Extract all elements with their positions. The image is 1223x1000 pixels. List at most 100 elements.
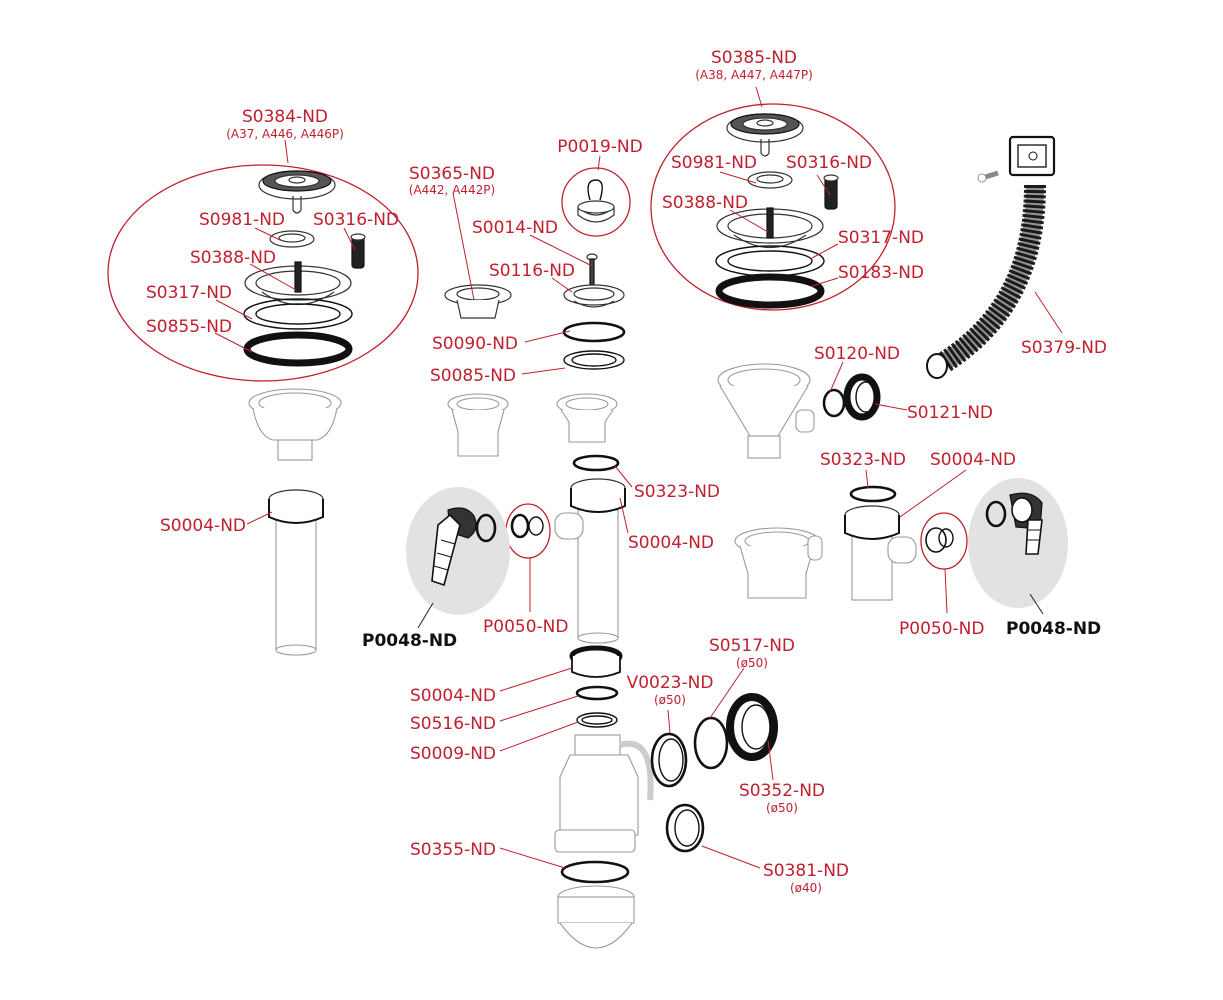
lower-s0004-nut [569,645,623,678]
s0085-washer-inner [571,353,617,367]
leader-left-p0048 [417,602,434,629]
label-left-s0316: S0316-ND [313,210,399,230]
right-small-body [734,527,823,599]
v0023-ring [650,732,688,788]
label-left-s0855: S0855-ND [146,317,232,337]
bottle-trap-body [554,734,654,853]
left-s0388-flange [244,261,352,306]
s0323-right-washer [849,485,897,503]
s0352-nut [726,693,778,761]
p0048-left-elbow [431,507,497,587]
label-right-p0048: P0048-ND [1006,619,1101,639]
leader-s0385 [755,86,763,108]
overflow-funnel-body [717,363,815,459]
left-s0317-gasket [243,298,353,330]
s0365-flange [444,284,512,319]
p0048-right-highlight [968,478,1068,608]
leader-mid-s0004 [619,497,629,534]
label-s0384: S0384-ND [242,107,328,127]
p0050-right-adapter [925,527,954,553]
label-v0023: V0023-ND [627,673,714,693]
right-s0316-pin [823,174,839,210]
leader-s0085 [521,367,566,375]
label-left-s0981: S0981-ND [199,210,285,230]
s0379-overflow-hose [926,135,1056,379]
label-right-p0050: P0050-ND [899,619,984,639]
leader-s0381 [701,845,761,869]
leader-s0014 [529,234,593,267]
label-right-s0981: S0981-ND [671,153,757,173]
leader-left-s0855 [214,332,253,353]
leader-s0516 [499,695,579,722]
s0381-reducer [665,803,705,853]
plug-group-outline [561,167,631,237]
label-s0379: S0379-ND [1021,338,1107,358]
label-mid-s0004: S0004-ND [628,533,714,553]
label-s0365: S0365-ND [409,164,495,184]
label-s0384-models: (A37, A446, A446P) [226,127,344,141]
label-s0352-diameter: (ø50) [766,801,798,815]
label-s0352: S0352-ND [739,781,825,801]
s0323-mid-washer [572,454,620,472]
label-s0385: S0385-ND [711,48,797,68]
p0019-plug [577,179,615,223]
leader-s0120 [829,361,844,393]
label-left-s0004: S0004-ND [160,516,246,536]
right-s0183-seal [715,273,825,309]
leader-low-s0004 [499,667,573,692]
leader-right-s0981 [719,171,757,184]
label-s0009: S0009-ND [410,744,496,764]
label-p0019: P0019-ND [557,137,642,157]
leader-s0384 [284,139,289,164]
label-left-s0388: S0388-ND [190,248,276,268]
trap-bottom-cup [557,885,635,949]
label-s0365-models: (A442, A442P) [409,183,495,197]
label-s0385-models: (A38, A447, A447P) [695,68,813,82]
leader-right-s0004 [899,469,967,518]
p0050-mid-adapter [510,513,544,539]
left-strainer-basket [258,170,336,214]
leader-right-s0388 [729,209,769,233]
leader-left-s0388 [249,263,297,291]
leader-right-p0050 [944,568,948,614]
right-s0317-gasket-inner [727,250,813,272]
mid-left-body [447,393,509,457]
label-right-s0183: S0183-ND [838,263,924,283]
leader-s0116 [551,277,573,293]
s0517-oring [693,716,729,770]
mid-right-body [556,393,618,443]
label-right-s0323: S0323-ND [820,450,906,470]
leader-right-s0317 [811,243,839,259]
label-s0085: S0085-ND [430,366,516,386]
s0516-oring [575,685,619,701]
leader-right-s0323 [865,469,869,489]
label-mid-p0050: P0050-ND [483,617,568,637]
leader-s0365 [452,192,475,301]
leader-s0355 [499,847,566,869]
label-s0516: S0516-ND [410,714,496,734]
right-s0981-washer-hole [756,174,784,184]
leader-left-s0981 [254,227,281,241]
mid-tee-pipe [554,478,626,644]
p0048-right-elbow [985,492,1043,555]
s0090-gasket [562,321,626,343]
leader-left-s0004 [246,511,273,525]
s0085-washer [563,350,625,370]
leader-left-s0317 [215,299,253,320]
s0120-ring [822,388,846,418]
leader-v0023 [667,709,671,734]
label-v0023-diameter: (ø50) [654,693,686,707]
label-right-s0316: S0316-ND [786,153,872,173]
label-low-s0004: S0004-ND [410,686,496,706]
leader-s0009 [499,721,579,752]
right-strainer-basket [726,113,804,157]
label-s0381-diameter: (ø40) [790,881,822,895]
label-right-s0004: S0004-ND [930,450,1016,470]
label-s0517-diameter: (ø50) [736,656,768,670]
label-s0355: S0355-ND [410,840,496,860]
label-s0381: S0381-ND [763,861,849,881]
s0121-nut [843,373,881,421]
label-s0014: S0014-ND [472,218,558,238]
